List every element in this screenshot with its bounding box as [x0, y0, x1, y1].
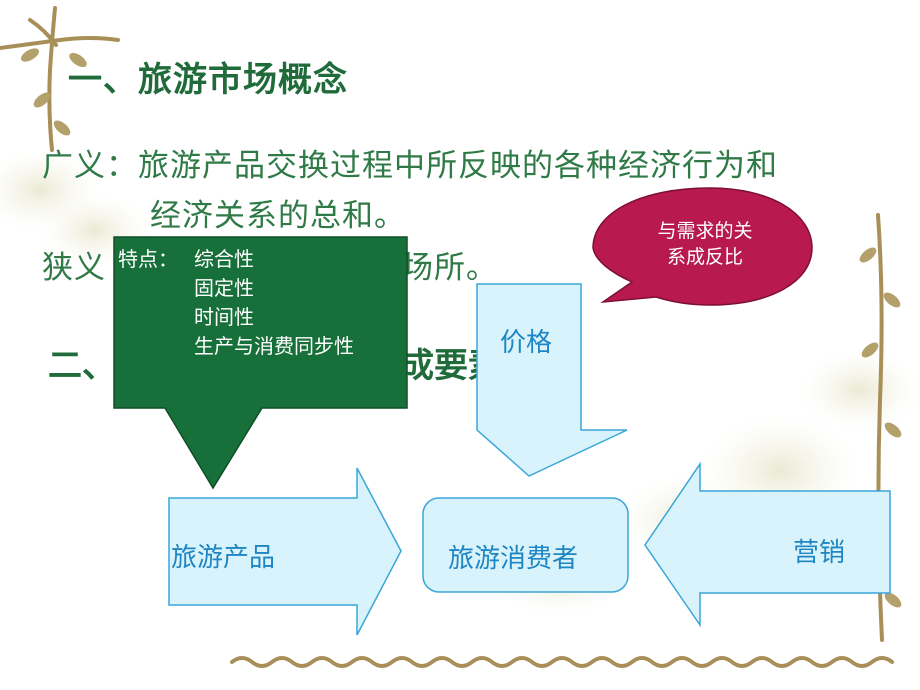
- consumer-label: 旅游消费者: [448, 544, 579, 574]
- marketing-left-arrow: [644, 461, 891, 628]
- marketing-label: 营销: [793, 538, 846, 568]
- feature-item: 时间性: [194, 305, 254, 329]
- narrow-label: 狭义: [42, 250, 106, 286]
- page-title: 一、旅游市场概念: [68, 60, 348, 100]
- broad-text-line2: 经济关系的总和。: [150, 198, 406, 234]
- section2-prefix: 二、: [48, 346, 116, 386]
- narrow-text-tail: 场所。: [402, 250, 498, 286]
- product-label: 旅游产品: [171, 543, 276, 573]
- product-right-arrow: [168, 467, 402, 636]
- broad-text-line1: 旅游产品交换过程中所反映的各种经济行为和: [138, 148, 778, 184]
- price-label: 价格: [500, 328, 553, 358]
- price-down-arrow: [476, 283, 628, 477]
- feature-item: 综合性: [194, 247, 254, 271]
- feature-item: 生产与消费同步性: [194, 334, 354, 358]
- features-callout-box: [113, 236, 408, 490]
- broad-definition-line1: 广义：旅游产品交换过程中所反映的各种经济行为和: [42, 140, 778, 185]
- bubble-line1: 与需求的关: [657, 220, 753, 242]
- relation-bubble-text: 与需求的关 系成反比: [630, 218, 780, 270]
- relation-speech-bubble: [592, 187, 813, 306]
- bubble-line2: 系成反比: [666, 246, 743, 268]
- broad-label: 广义：: [42, 148, 138, 184]
- consumer-box: [422, 497, 629, 593]
- features-label: 特点：: [118, 247, 178, 271]
- feature-item: 固定性: [194, 276, 254, 300]
- features-callout-text: 特点： 综合性 固定性 时间性 生产与消费同步性: [118, 245, 408, 361]
